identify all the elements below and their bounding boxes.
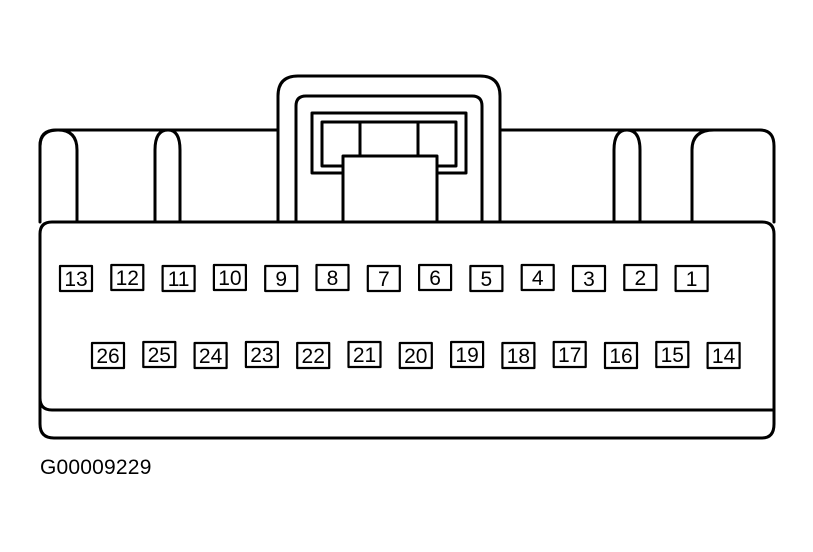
pin-box: [212, 263, 247, 292]
pin-20: 20: [398, 341, 433, 370]
pin-box: [193, 341, 228, 370]
pin-number: 23: [250, 344, 273, 367]
pin-21: 21: [347, 340, 382, 369]
pin-number: 24: [199, 345, 223, 368]
left-outer-tab: [38, 128, 79, 224]
connector-skirt: [38, 396, 776, 440]
pin-box: [244, 340, 279, 369]
pin-10: 10: [212, 263, 247, 292]
pin-box: [90, 341, 126, 370]
pin-16: 16: [603, 341, 639, 370]
pin-13: 13: [58, 264, 94, 293]
right-inner-tab: [612, 128, 642, 224]
pin-number: 5: [481, 268, 493, 291]
pin-box: [520, 263, 555, 292]
pin-number: 4: [532, 267, 544, 290]
pin-number: 6: [429, 267, 441, 290]
pin-22: 22: [296, 341, 331, 370]
pin-number: 1: [686, 268, 698, 291]
pin-box: [552, 340, 587, 369]
pin-box: [264, 264, 299, 293]
pin-box: [142, 340, 177, 369]
pin-23: 23: [244, 340, 279, 369]
pin-number: 25: [148, 344, 171, 367]
pin-24: 24: [193, 341, 228, 370]
figure-id: G00009229: [40, 456, 152, 479]
pin-box: [655, 340, 690, 369]
pin-box: [347, 340, 382, 369]
pin-number: 3: [583, 268, 595, 291]
pin-9: 9: [264, 264, 299, 293]
pin-number: 8: [327, 267, 339, 290]
pin-box: [501, 341, 536, 370]
pin-number: 11: [168, 268, 190, 291]
pin-number: 20: [404, 345, 427, 368]
pin-row-bottom: 26 25 24 23 22 21 20 19 18 17 16 15 14: [90, 340, 741, 370]
pin-box: [418, 263, 453, 292]
pin-number: 18: [507, 345, 530, 368]
latch-inner-frame: [294, 94, 484, 224]
pin-box: [623, 263, 658, 292]
pin-box: [315, 263, 350, 292]
connector-face: [38, 220, 776, 412]
pin-box: [674, 264, 709, 293]
pin-box: [706, 341, 741, 370]
pin-11: 11: [161, 264, 196, 293]
pin-7: 7: [366, 264, 401, 293]
pin-box: [571, 264, 607, 293]
pin-box: [161, 264, 196, 293]
pin-18: 18: [501, 341, 536, 370]
pin-number: 21: [353, 344, 376, 367]
pin-box: [450, 340, 485, 369]
pin-number: 10: [218, 267, 241, 290]
pin-5: 5: [469, 264, 504, 293]
pin-number: 13: [64, 268, 87, 291]
pin-box: [110, 263, 145, 292]
pin-number: 16: [609, 345, 632, 368]
pin-box: [603, 341, 639, 370]
pin-12: 12: [110, 263, 145, 292]
pin-14: 14: [706, 341, 741, 370]
pin-8: 8: [315, 263, 350, 292]
pin-15: 15: [655, 340, 690, 369]
pin-number: 9: [275, 268, 287, 291]
pin-26: 26: [90, 341, 126, 370]
pin-1: 1: [674, 264, 709, 293]
pin-box: [366, 264, 401, 293]
pin-row-top: 13 12 11 10 9 8 7 6 5 4 3 2 1: [58, 263, 709, 293]
pin-box: [58, 264, 94, 293]
pin-number: 14: [712, 345, 736, 368]
pin-box: [398, 341, 433, 370]
pin-17: 17: [552, 340, 587, 369]
pin-number: 12: [116, 267, 139, 290]
pin-box: [296, 341, 331, 370]
pin-6: 6: [418, 263, 453, 292]
pin-number: 19: [455, 344, 478, 367]
left-inner-tab: [153, 128, 182, 224]
pin-number: 7: [378, 268, 390, 291]
pin-number: 15: [661, 344, 684, 367]
pin-2: 2: [623, 263, 658, 292]
right-outer-tab: [690, 128, 716, 224]
pin-box: [469, 264, 504, 293]
pin-number: 22: [302, 345, 325, 368]
pin-number: 2: [634, 267, 646, 290]
pin-number: 17: [558, 344, 581, 367]
pin-19: 19: [450, 340, 485, 369]
pin-4: 4: [520, 263, 555, 292]
pin-3: 3: [571, 264, 607, 293]
latch-housing: [276, 74, 502, 224]
latch-tongue: [341, 154, 439, 224]
pin-25: 25: [142, 340, 177, 369]
pin-number: 26: [96, 345, 119, 368]
